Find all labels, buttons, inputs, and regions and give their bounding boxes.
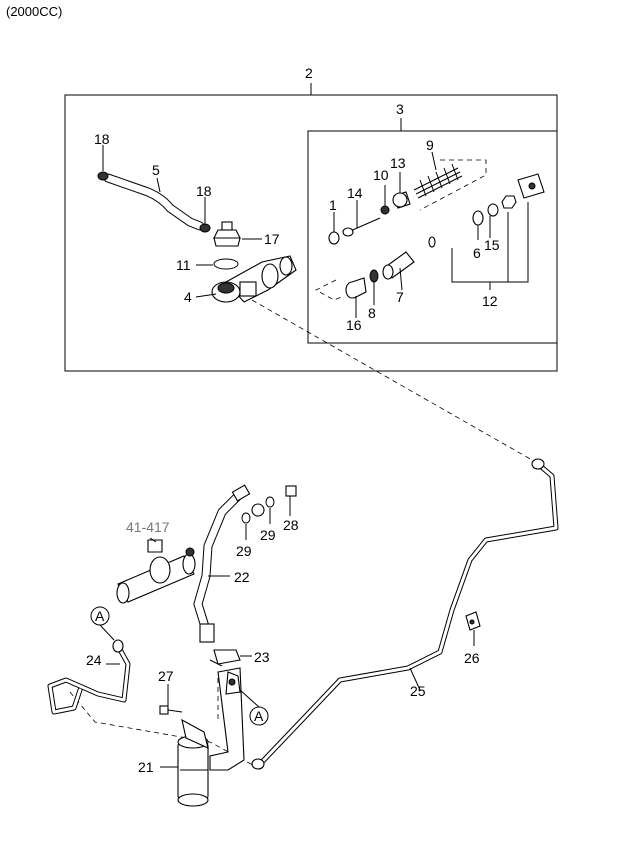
callout-18-upper: 18 — [94, 131, 110, 147]
secondary-piston[interactable] — [382, 251, 415, 280]
clutch-hose[interactable] — [193, 484, 251, 643]
callout-3: 3 — [396, 101, 404, 117]
callout-13: 13 — [390, 155, 406, 171]
callout-15: 15 — [484, 237, 500, 253]
engine-label: (2000CC) — [6, 4, 63, 19]
piston[interactable] — [392, 191, 411, 209]
gasket-right[interactable] — [265, 496, 275, 508]
callout-14: 14 — [347, 185, 363, 201]
callout-12: 12 — [482, 293, 498, 309]
callout-8: 8 — [368, 305, 376, 321]
callout-26: 26 — [464, 650, 480, 666]
reservoir-tank[interactable] — [177, 718, 209, 807]
callout-6: 6 — [473, 245, 481, 261]
callout-22: 22 — [234, 569, 250, 585]
callout-1: 1 — [329, 197, 337, 213]
callout-11: 11 — [176, 257, 191, 273]
hose-clip-lower[interactable] — [199, 223, 211, 233]
callout-16: 16 — [346, 317, 362, 333]
callout-21: 21 — [138, 759, 154, 775]
master-cylinder-assembly-frame — [64, 83, 558, 372]
callout-27: 27 — [158, 668, 174, 684]
callout-7: 7 — [396, 289, 404, 305]
marker-a-left-label: A — [95, 608, 105, 624]
reservoir-cap[interactable] — [213, 221, 241, 247]
callout-23: 23 — [254, 649, 270, 665]
cup-seal[interactable] — [328, 231, 340, 245]
callout-9: 9 — [426, 137, 434, 153]
lock-nut[interactable] — [501, 195, 517, 209]
callout-28: 28 — [283, 517, 299, 533]
o-ring[interactable] — [213, 258, 239, 270]
pipe-clip[interactable] — [465, 611, 481, 631]
reservoir-bracket[interactable] — [209, 667, 245, 771]
kit-dashed-outline — [315, 159, 487, 301]
mounting-bolt[interactable] — [159, 705, 183, 715]
hose-clip-upper[interactable] — [97, 171, 109, 181]
dashed-connection-line — [69, 299, 533, 771]
hose-eye-fitting[interactable] — [251, 503, 265, 517]
callout-10: 10 — [373, 167, 389, 183]
union-bolt[interactable] — [285, 485, 297, 508]
upper-leaders — [102, 145, 491, 318]
callout-2: 2 — [305, 65, 313, 81]
lock-ring[interactable] — [487, 203, 499, 217]
item12-bracket — [451, 202, 529, 290]
clevis[interactable] — [517, 173, 545, 199]
reference-41-417[interactable]: 41-417 — [126, 519, 170, 535]
piston-cup[interactable] — [345, 277, 367, 299]
callout-4: 4 — [184, 289, 192, 305]
callout-29-right: 29 — [260, 527, 276, 543]
callout-24: 24 — [86, 652, 102, 668]
callout-5: 5 — [152, 162, 160, 178]
pushrod[interactable] — [428, 221, 473, 248]
seal-ring[interactable] — [369, 269, 379, 283]
boot-washer[interactable] — [472, 210, 484, 226]
lower-leaders — [99, 508, 475, 768]
clutch-pipe[interactable] — [251, 458, 559, 770]
gasket-left[interactable] — [241, 512, 251, 524]
pushrod-bolt[interactable] — [342, 217, 381, 237]
callout-18-lower: 18 — [196, 183, 212, 199]
callout-25: 25 — [410, 683, 426, 699]
release-cylinder[interactable] — [116, 539, 196, 604]
marker-a-right-label: A — [254, 708, 264, 724]
reservoir-pipe[interactable] — [47, 639, 131, 715]
callout-17: 17 — [264, 231, 280, 247]
hose-bracket-clip[interactable] — [209, 649, 241, 667]
small-washer[interactable] — [380, 205, 390, 215]
reservoir-hose[interactable] — [103, 173, 205, 231]
callout-29-left: 29 — [236, 543, 252, 559]
return-spring[interactable] — [413, 163, 463, 199]
master-cylinder-body[interactable] — [211, 255, 297, 303]
